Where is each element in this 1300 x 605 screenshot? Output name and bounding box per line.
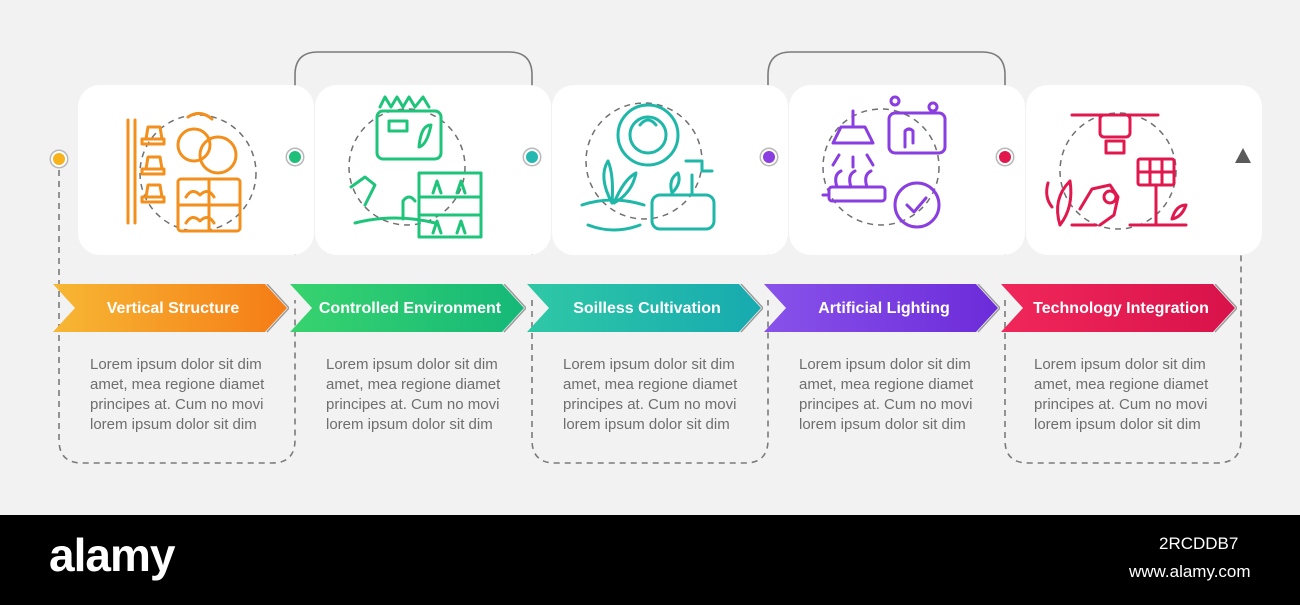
step-5-marker-dot: [997, 149, 1013, 165]
infographic: Vertical Structure Controlled Environmen…: [51, 51, 1262, 464]
step-3-description: Lorem ipsum dolor sit dim amet, mea regi…: [563, 356, 738, 433]
step-2-description: Lorem ipsum dolor sit dim amet, mea regi…: [326, 356, 501, 433]
step-5-chevron: Technology Integration: [1001, 284, 1237, 336]
step-1-chevron: Vertical Structure: [53, 284, 289, 336]
greenhouse-control-panel-icon: [348, 95, 483, 239]
step-2-icon-panel: [315, 85, 551, 255]
step-5-title: Technology Integration: [1033, 299, 1209, 317]
site-url-label: www.alamy.com: [1129, 562, 1251, 581]
step-4-description: Lorem ipsum dolor sit dim amet, mea regi…: [799, 356, 974, 433]
vertical-shelves-and-vegetables-icon: [126, 112, 257, 233]
step-2-title: Controlled Environment: [318, 299, 502, 317]
stock-watermark-bar: [0, 515, 1300, 605]
step-4-marker-dot: [761, 149, 777, 165]
hydroponic-plants-icon: [580, 102, 716, 232]
dashed-timeline-connectors: [58, 51, 1242, 464]
brand-logo: alamy: [49, 529, 175, 581]
step-1-icon-panel: [78, 85, 314, 255]
step-1-marker-dot: [51, 151, 67, 167]
step-4-title: Artificial Lighting: [818, 299, 950, 317]
image-id-label: 2RCDDB7: [1159, 534, 1239, 553]
step-3-title: Soilless Cultivation: [573, 299, 721, 317]
step-4-icon-panel: [789, 85, 1025, 255]
step-3-marker-dot: [524, 149, 540, 165]
timeline-end-arrow-icon: [1235, 148, 1251, 163]
drone-robot-solar-icon: [1045, 112, 1188, 230]
step-2-marker-dot: [287, 149, 303, 165]
step-4-chevron: Artificial Lighting: [764, 284, 1000, 336]
step-1-description: Lorem ipsum dolor sit dim amet, mea regi…: [90, 356, 265, 433]
step-1-title: Vertical Structure: [106, 299, 240, 317]
step-5-icon-panel: [1026, 85, 1262, 255]
step-5-description: Lorem ipsum dolor sit dim amet, mea regi…: [1034, 356, 1209, 433]
step-2-chevron: Controlled Environment: [290, 284, 526, 336]
step-3-icon-panel: [552, 85, 788, 255]
step-3-chevron: Soilless Cultivation: [527, 284, 763, 336]
grow-lamp-and-gear-icon: [821, 95, 947, 229]
